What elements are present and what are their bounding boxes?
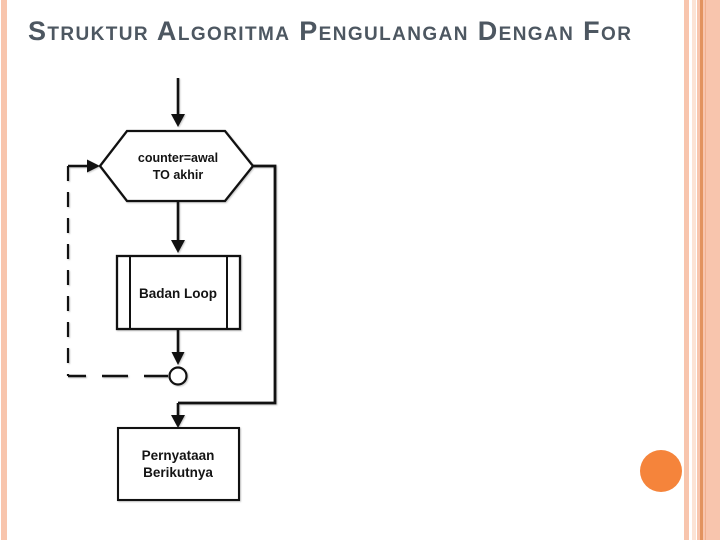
left-border-stripe [1, 0, 7, 540]
loopback-arrow [68, 159, 100, 173]
exit-path [178, 164, 277, 405]
next-statement-label-line2: Berikutnya [143, 465, 213, 480]
right-border-stripe-outer [684, 0, 689, 540]
right-border-stripe-mid-line [704, 0, 707, 540]
arrow-body-to-connector [171, 329, 185, 365]
right-border-stripe-block [697, 0, 720, 540]
loop-body-node [115, 254, 242, 331]
next-statement-label-line1: Pernyataan [142, 448, 215, 463]
arrow-into-next-statement [171, 403, 185, 428]
flowchart-diagram: counter=awal TO akhir Badan Loop [66, 78, 277, 502]
loop-body-label: Badan Loop [139, 286, 217, 301]
slide-title: Struktur Algoritma Pengulangan Dengan Fo… [28, 16, 633, 46]
right-border-stripe-pale [692, 0, 696, 540]
for-hexagon-node [98, 129, 255, 203]
next-statement-node [116, 426, 241, 502]
connector-circle [168, 366, 188, 386]
for-hexagon-label-line2: TO akhir [153, 168, 204, 182]
entry-arrow [171, 78, 185, 127]
for-hexagon-label-line1: counter=awal [138, 151, 218, 165]
right-border-stripe-dark-line [700, 0, 703, 540]
decorative-circle [640, 450, 682, 492]
arrow-header-to-body [171, 201, 185, 253]
